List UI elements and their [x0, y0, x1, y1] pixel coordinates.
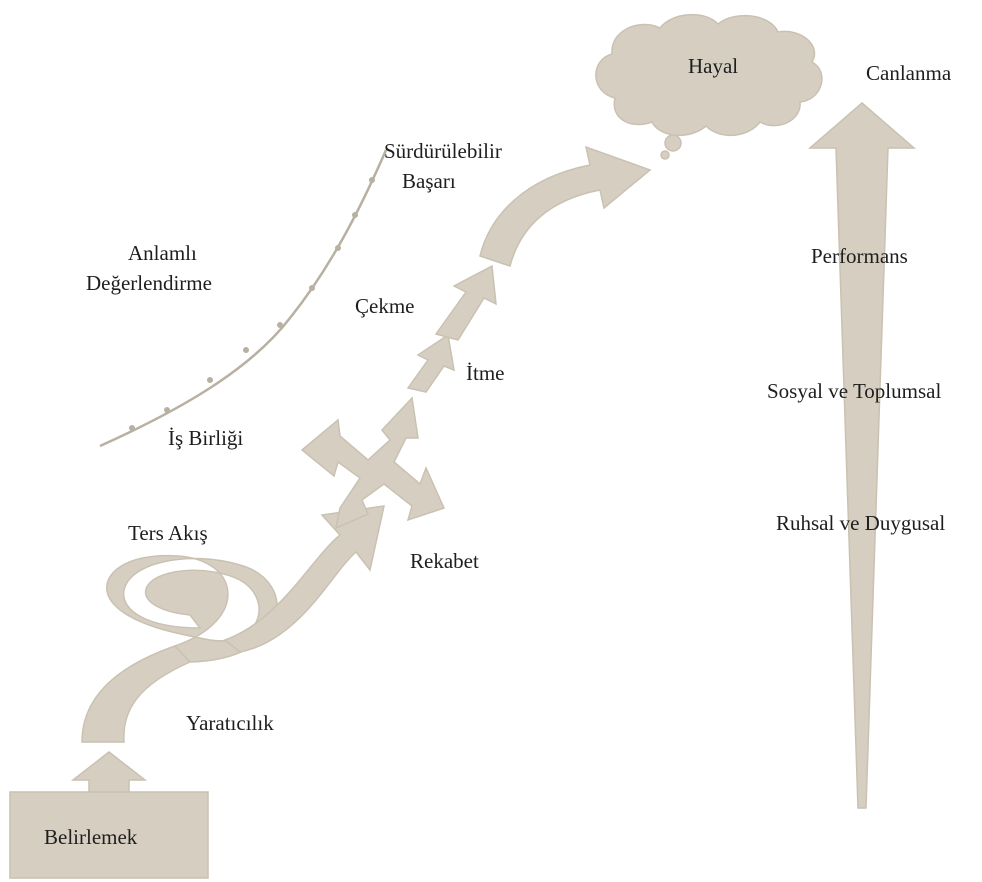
pull-arrow	[434, 264, 497, 341]
evaluation-line	[99, 149, 388, 448]
label-ters-akis: Ters Akış	[128, 521, 208, 545]
success-arrow	[479, 145, 652, 267]
label-sosyal: Sosyal ve Toplumsal	[767, 379, 942, 403]
label-degerlendirme: Değerlendirme	[86, 271, 212, 295]
label-belirlemek: Belirlemek	[44, 825, 138, 849]
label-performans: Performans	[811, 244, 908, 268]
label-is-birligi: İş Birliği	[168, 426, 244, 450]
label-ruhsal: Ruhsal ve Duygusal	[776, 511, 946, 535]
label-anlamli: Anlamlı	[128, 241, 197, 265]
label-itme: İtme	[466, 361, 505, 385]
label-basari: Başarı	[402, 169, 456, 193]
label-cekme: Çekme	[355, 294, 415, 318]
label-hayal: Hayal	[688, 54, 739, 78]
cloud-bubble-large	[664, 134, 682, 152]
push-arrow	[406, 333, 455, 393]
dream-cloud	[595, 13, 823, 137]
base-up-arrow	[70, 751, 148, 793]
creativity-stem	[81, 645, 192, 743]
label-canlanma: Canlanma	[866, 61, 952, 85]
label-surdurulebilir: Sürdürülebilir	[384, 139, 502, 163]
belirlemek-box	[9, 791, 209, 879]
label-rekabet: Rekabet	[410, 549, 479, 573]
reverse-flow-loop	[106, 554, 278, 663]
cloud-bubble-small	[660, 150, 670, 160]
performance-arrow	[807, 102, 917, 809]
label-yaraticilik: Yaratıcılık	[186, 711, 274, 735]
cross-arrow	[300, 396, 446, 530]
evaluation-line-ticks	[129, 177, 375, 431]
sweep-arrow	[223, 505, 385, 653]
